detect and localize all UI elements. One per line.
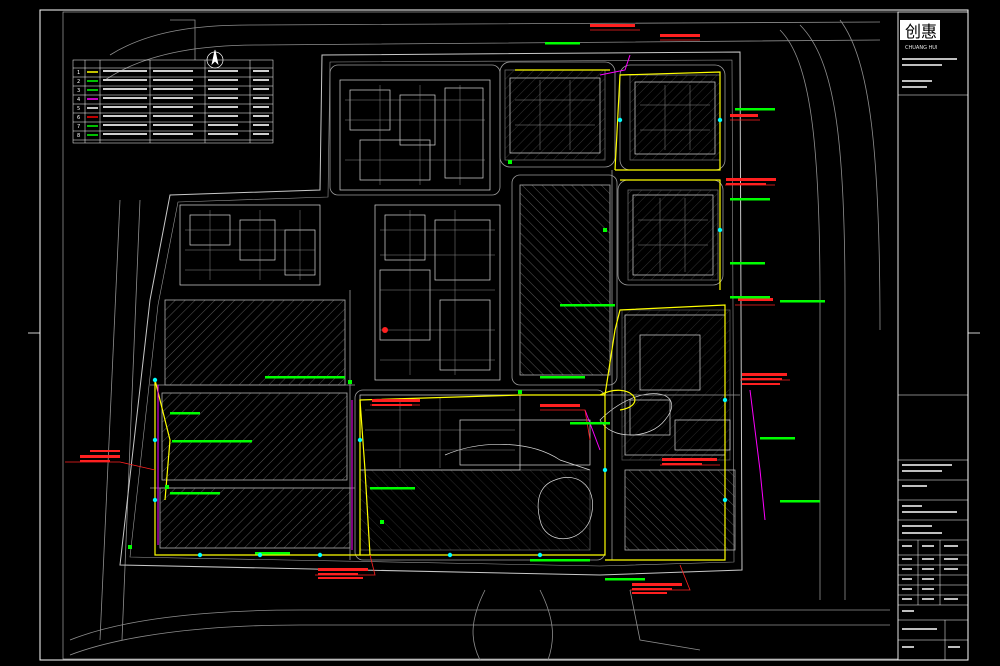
legend-text-placeholder — [103, 124, 147, 126]
legend-row-number: 4 — [77, 97, 80, 103]
hydrant-icon — [257, 552, 263, 558]
legend-table — [72, 59, 274, 144]
legend-text-placeholder — [208, 106, 238, 108]
north-arrow-icon — [206, 49, 224, 69]
hydrant-icon — [357, 437, 363, 443]
legend-text-placeholder — [208, 115, 238, 117]
legend-text-placeholder — [103, 97, 147, 99]
legend-text-placeholder — [153, 115, 193, 117]
legend-text-placeholder — [103, 133, 147, 135]
valve-icon — [380, 520, 384, 524]
legend-row-number: 1 — [77, 70, 80, 76]
valve-icon — [603, 228, 607, 232]
hydrant-icon — [617, 117, 623, 123]
title-block: 创惠 CHUANG HUI — [897, 11, 969, 661]
legend-text-placeholder — [103, 70, 147, 72]
hydrant-icon — [152, 377, 158, 383]
hydrant-icon — [447, 552, 453, 558]
legend-text-placeholder — [253, 133, 269, 135]
site-boundary — [119, 51, 743, 576]
logo-subtext: CHUANG HUI — [905, 45, 937, 51]
legend-text-placeholder — [253, 106, 269, 108]
legend-row-number: 8 — [77, 133, 80, 139]
building-detail — [185, 80, 710, 468]
valve-icon — [165, 485, 169, 489]
hydrant-icon — [537, 552, 543, 558]
legend-text-placeholder — [153, 88, 193, 90]
hydrant-icon — [722, 397, 728, 403]
valve-icon — [508, 160, 512, 164]
hatched-areas — [159, 69, 736, 551]
legend-text-placeholder — [208, 70, 238, 72]
hydrant-icon — [717, 227, 723, 233]
red-note-blocks — [80, 24, 787, 594]
valve-icon — [128, 545, 132, 549]
valve-icon — [518, 390, 522, 394]
legend-text-placeholder — [253, 88, 269, 90]
legend-text-placeholder — [253, 124, 269, 126]
legend-text-placeholder — [208, 124, 238, 126]
buildings — [179, 77, 731, 540]
water-supply-pipes — [154, 69, 726, 561]
legend-text-placeholder — [253, 97, 269, 99]
legend-row-number: 2 — [77, 79, 80, 85]
legend-row-number: 3 — [77, 88, 80, 94]
legend-text-placeholder — [208, 133, 238, 135]
legend-row-number: 5 — [77, 106, 80, 112]
legend-text-placeholder — [103, 88, 147, 90]
legend-text-placeholder — [153, 70, 193, 72]
legend-text-placeholder — [153, 133, 193, 135]
hydrant-icon — [722, 497, 728, 503]
valve-icon — [348, 380, 352, 384]
legend-text-placeholder — [103, 115, 147, 117]
company-logo — [900, 20, 940, 40]
legend-text-placeholder — [103, 79, 147, 81]
legend-text-placeholder — [208, 97, 238, 99]
valve-symbols — [128, 117, 728, 558]
legend-text-placeholder — [153, 124, 193, 126]
logo-text: 创惠 — [905, 22, 937, 41]
legend-text-placeholder — [153, 106, 193, 108]
green-note-blocks — [170, 42, 825, 581]
drainage-pipes — [157, 54, 766, 550]
hydrant-icon — [602, 467, 608, 473]
legend-text-placeholder — [253, 115, 269, 117]
legend-text-placeholder — [153, 97, 193, 99]
hydrant-icon — [197, 552, 203, 558]
legend-text-placeholder — [208, 88, 238, 90]
legend-text-placeholder — [103, 106, 147, 108]
legend-rows: 1 2 3 4 5 6 7 8 — [77, 70, 269, 139]
legend-row-number: 6 — [77, 115, 80, 121]
legend-text-placeholder — [253, 79, 269, 81]
hydrant-icon — [317, 552, 323, 558]
legend-text-placeholder — [208, 79, 238, 81]
legend-text-placeholder — [153, 79, 193, 81]
surrounding-roads — [69, 19, 890, 661]
hydrant-icon — [152, 437, 158, 443]
legend-text-placeholder — [253, 70, 269, 72]
hydrant-icon — [152, 497, 158, 503]
legend-row-number: 7 — [77, 124, 80, 130]
hydrant-icon — [717, 117, 723, 123]
